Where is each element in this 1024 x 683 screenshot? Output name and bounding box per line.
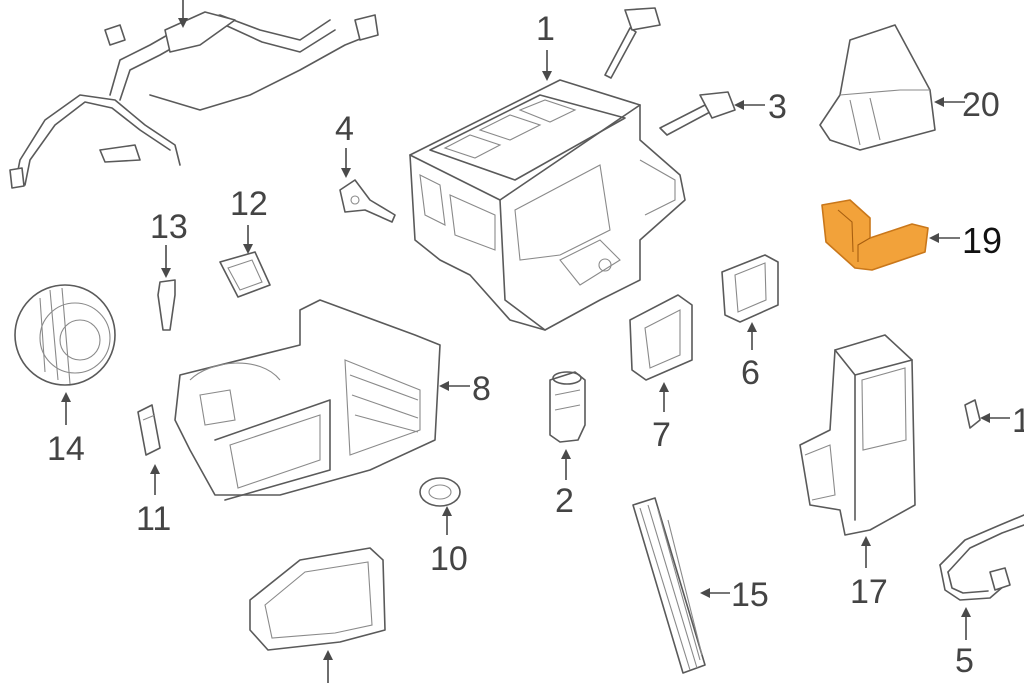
connector-part-6 — [721, 254, 779, 323]
actuator-rod-part-3 — [659, 91, 736, 136]
callout-edge: 1 — [1012, 402, 1024, 440]
blower-motor-part-14 — [14, 284, 116, 386]
wiring-harness-part — [9, 11, 379, 189]
callout-10: 10 — [430, 540, 468, 578]
callout-8: 8 — [472, 370, 491, 408]
top-rod-part — [604, 7, 661, 79]
callout-5: 5 — [955, 642, 974, 680]
clip-part-4 — [339, 179, 396, 223]
callout-12: 12 — [230, 185, 268, 223]
heater-box-part-17 — [799, 334, 916, 536]
tube-part-5 — [939, 514, 1024, 601]
connector-part-12 — [219, 251, 271, 298]
callout-7: 7 — [652, 416, 671, 454]
callout-17: 17 — [850, 573, 888, 611]
callout-6: 6 — [741, 354, 760, 392]
edge-clip-part — [964, 399, 981, 429]
callout-14: 14 — [47, 430, 85, 468]
grommet-part-10 — [419, 477, 461, 507]
callout-19: 19 — [962, 220, 1002, 261]
duct-part-19-highlighted — [821, 199, 929, 271]
callout-4: 4 — [335, 110, 354, 148]
sensor-part-2 — [549, 371, 586, 443]
callout-3: 3 — [768, 88, 787, 126]
callout-11: 11 — [136, 500, 171, 538]
gasket-part — [249, 547, 386, 651]
callout-15: 15 — [731, 576, 769, 614]
callout-2: 2 — [555, 482, 574, 520]
hvac-housing-part — [409, 79, 686, 331]
air-duct-part-20 — [819, 24, 936, 151]
blower-housing-part-8 — [174, 299, 441, 501]
bracket-part-7 — [629, 294, 693, 381]
callout-13: 13 — [150, 208, 188, 246]
probe-part-13 — [157, 279, 176, 331]
sensor-part-11 — [137, 404, 161, 456]
callout-20: 20 — [962, 86, 1000, 124]
callout-1: 1 — [536, 10, 555, 48]
cabin-filter-part-15 — [632, 497, 706, 674]
